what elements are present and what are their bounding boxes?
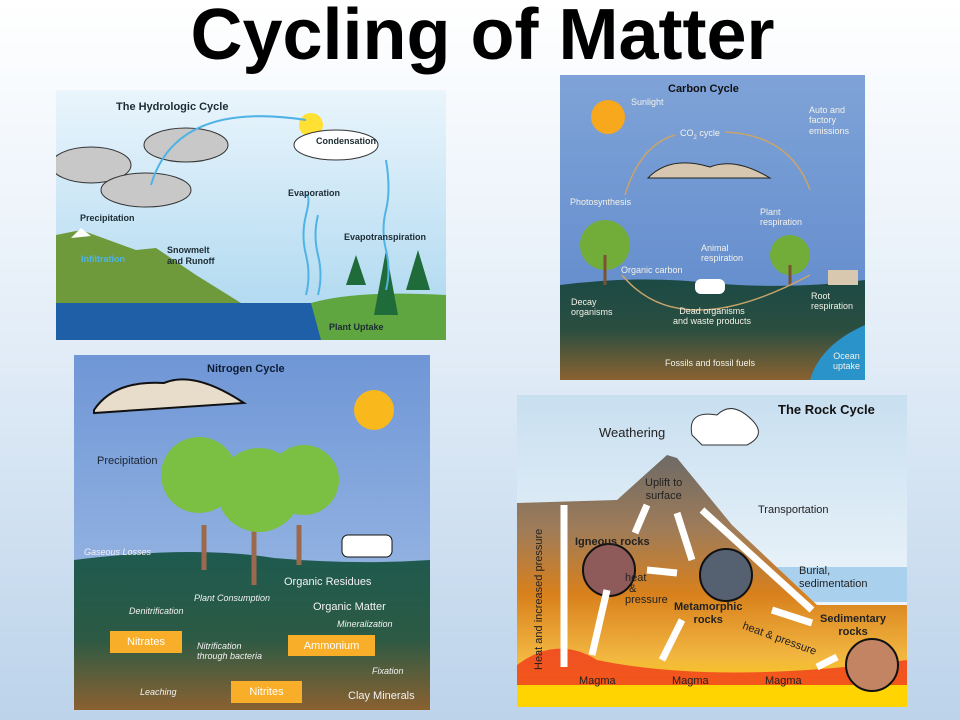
carbon-title: Carbon Cycle — [668, 83, 739, 95]
metamorphic-line1: Metamorphic — [674, 601, 743, 613]
label-runoff: and Runoff — [167, 256, 215, 266]
animal-resp-line1: Animal — [701, 243, 729, 253]
co2-subscript: 2 — [693, 134, 697, 141]
root-line2: respiration — [811, 301, 854, 312]
label-infiltration: Infiltration — [81, 254, 125, 264]
label-leaching: Leaching — [140, 687, 177, 697]
label-magma-1: Magma — [579, 675, 616, 687]
label-fossils: Fossils and fossil fuels — [665, 358, 756, 368]
slide-title: Cycling of Matter — [190, 0, 775, 75]
label-condensation: Condensation — [316, 136, 376, 146]
label-transportation: Transportation — [758, 504, 829, 516]
ocean-line2: uptake — [833, 361, 861, 372]
nitrogen-cycle-diagram: Nitrogen Cycle Precipitation Gaseous Los… — [74, 355, 430, 710]
ocean-line1: Ocean — [833, 351, 860, 361]
carbon-illustration — [560, 75, 865, 380]
heat-line2: & — [629, 583, 637, 595]
label-magma-2: Magma — [672, 675, 709, 687]
label-precipitation: Precipitation — [97, 455, 158, 467]
carbon-cycle-diagram: Carbon Cycle Sunlight CO2 cycle Auto and… — [560, 75, 865, 380]
label-precipitation: Precipitation — [80, 213, 135, 223]
dead-line1: Dead organisms — [679, 306, 745, 316]
hydrologic-illustration — [56, 90, 446, 340]
label-evapotranspiration: Evapotranspiration — [344, 232, 427, 242]
label-evaporation: Evaporation — [288, 188, 341, 198]
cycle-text: cycle — [696, 128, 720, 138]
label-sunlight: Sunlight — [631, 97, 664, 107]
nitrification-line1: Nitrification — [197, 641, 242, 651]
plant-resp-line2: respiration — [760, 217, 803, 228]
nitrogen-title: Nitrogen Cycle — [207, 363, 285, 375]
nitrites-box: Nitrites — [231, 681, 302, 703]
animal-resp-line2: respiration — [701, 253, 744, 264]
emissions-line1: Auto and — [809, 105, 846, 115]
co2-text: CO — [680, 128, 694, 138]
decay-line2: organisms — [571, 307, 613, 318]
label-organic-matter: Organic Matter — [313, 601, 386, 613]
rock-illustration — [517, 395, 907, 707]
uplift-line1: Uplift to — [645, 477, 683, 489]
label-photosynthesis: Photosynthesis — [570, 197, 632, 207]
label-plant-uptake: Plant Uptake — [329, 322, 384, 332]
label-heat-increased-pressure: Heat and increased pressure — [533, 528, 545, 670]
label-fixation: Fixation — [372, 666, 404, 676]
dead-line2: and waste products — [673, 316, 752, 327]
emissions-line2: factory — [809, 115, 837, 126]
hydrologic-cycle-diagram: The Hydrologic Cycle Condensation Evapor… — [56, 90, 446, 340]
nitrification-line2: through bacteria — [197, 651, 263, 662]
label-gaseous-losses: Gaseous Losses — [84, 547, 152, 557]
burial-line1: Burial, — [799, 565, 831, 577]
label-denitrification: Denitrification — [129, 606, 184, 616]
label-snowmelt: Snowmelt — [167, 245, 210, 255]
heat-line1: heat — [625, 572, 647, 584]
label-mineralization: Mineralization — [337, 619, 393, 629]
label-burial-sedimentation: Burial,sedimentation — [799, 565, 868, 590]
decay-line1: Decay — [571, 297, 597, 307]
sedimentary-line1: Sedimentary — [820, 613, 887, 625]
plant-resp-line1: Plant — [760, 207, 781, 217]
label-clay-minerals: Clay Minerals — [348, 690, 415, 702]
rock-title: The Rock Cycle — [778, 402, 875, 417]
label-co2-cycle: CO2 cycle — [680, 128, 720, 142]
label-igneous-rocks: Igneous rocks — [575, 536, 650, 548]
nitrates-box: Nitrates — [110, 631, 182, 653]
burial-line2: sedimentation — [799, 577, 868, 590]
heat-line3: pressure — [625, 594, 668, 606]
metamorphic-line2: rocks — [693, 613, 723, 626]
hydrologic-title: The Hydrologic Cycle — [116, 101, 229, 113]
ammonium-box: Ammonium — [288, 635, 375, 656]
uplift-line2: surface — [645, 489, 682, 502]
label-organic-carbon: Organic carbon — [621, 265, 683, 275]
sedimentary-line2: rocks — [838, 625, 868, 638]
label-plant-consumption: Plant Consumption — [194, 593, 271, 603]
emissions-line3: emissions — [809, 125, 850, 136]
label-organic-residues: Organic Residues — [284, 576, 372, 588]
root-line1: Root — [811, 291, 831, 301]
label-heat-pressure-1: heat&pressure — [625, 573, 668, 606]
label-magma-3: Magma — [765, 675, 802, 687]
label-weathering: Weathering — [599, 425, 666, 440]
